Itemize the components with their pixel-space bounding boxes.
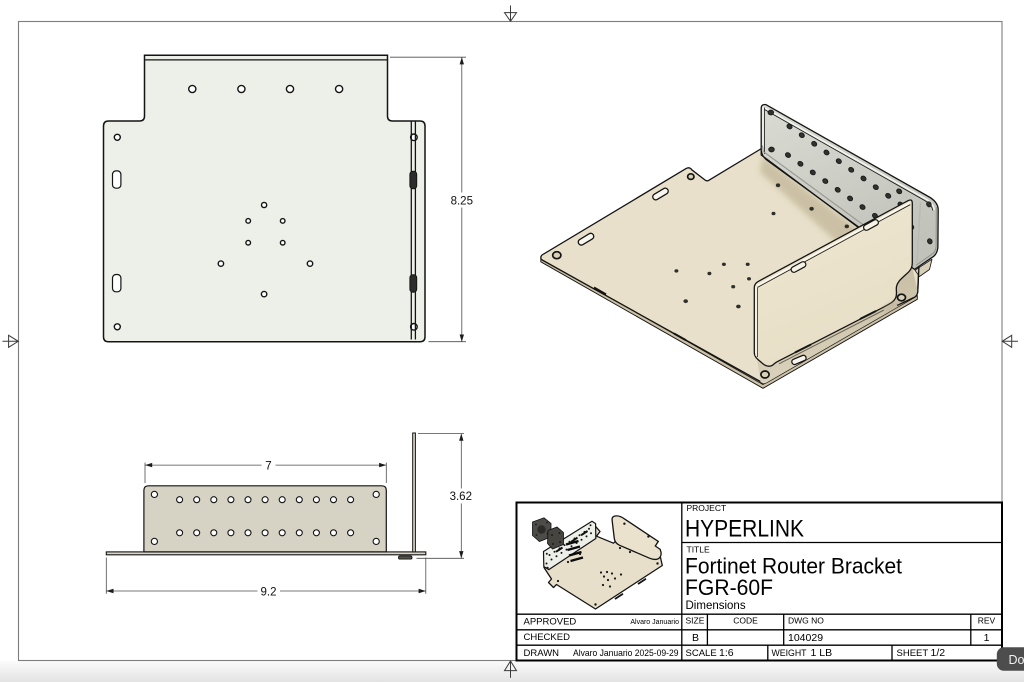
svg-text:8.25: 8.25 bbox=[451, 195, 473, 207]
svg-text:104029: 104029 bbox=[788, 632, 823, 644]
svg-text:APPROVED: APPROVED bbox=[524, 617, 577, 628]
svg-text:SIZE: SIZE bbox=[686, 616, 705, 626]
svg-text:CHECKED: CHECKED bbox=[524, 632, 571, 643]
svg-text:FGR-60F: FGR-60F bbox=[685, 575, 773, 600]
svg-text:TITLE: TITLE bbox=[687, 545, 710, 555]
svg-text:Do: Do bbox=[1009, 653, 1024, 667]
svg-text:9.2: 9.2 bbox=[261, 586, 277, 598]
svg-text:B: B bbox=[692, 632, 699, 644]
svg-text:DRAWN: DRAWN bbox=[524, 648, 560, 659]
svg-text:1: 1 bbox=[984, 632, 990, 644]
svg-text:Alvaro Januario 2025-09-29: Alvaro Januario 2025-09-29 bbox=[573, 648, 679, 659]
svg-text:CODE: CODE bbox=[733, 616, 758, 626]
svg-text:WEIGHT: WEIGHT bbox=[772, 648, 807, 659]
svg-text:1/2: 1/2 bbox=[931, 647, 946, 659]
svg-text:PROJECT: PROJECT bbox=[687, 503, 727, 513]
svg-text:SCALE: SCALE bbox=[686, 648, 717, 659]
svg-text:1 LB: 1 LB bbox=[811, 647, 833, 659]
svg-text:1:6: 1:6 bbox=[719, 647, 734, 659]
svg-text:DWG NO: DWG NO bbox=[788, 616, 824, 626]
svg-text:Alvaro Januario: Alvaro Januario bbox=[630, 619, 679, 626]
svg-text:REV: REV bbox=[978, 616, 996, 626]
svg-text:Dimensions: Dimensions bbox=[686, 600, 746, 612]
svg-text:Fortinet Router Bracket: Fortinet Router Bracket bbox=[685, 554, 903, 579]
svg-text:HYPERLINK: HYPERLINK bbox=[685, 516, 804, 543]
svg-text:3.62: 3.62 bbox=[450, 491, 472, 503]
svg-text:7: 7 bbox=[265, 460, 271, 472]
svg-text:SHEET: SHEET bbox=[897, 648, 929, 659]
